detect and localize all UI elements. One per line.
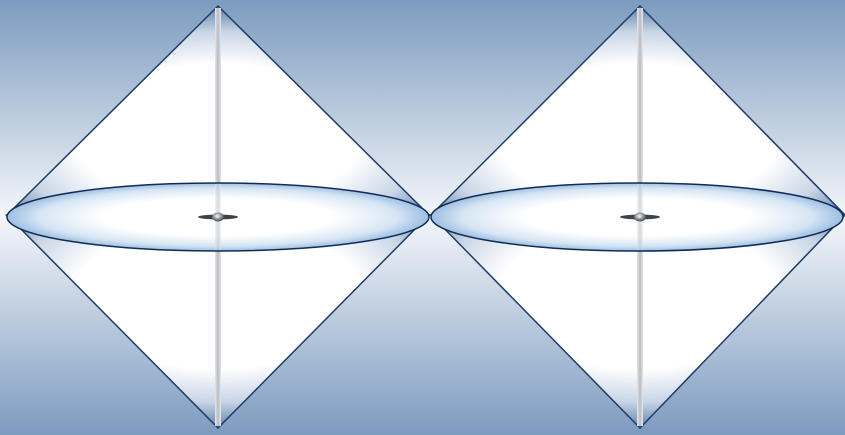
- light-cone-diagram: [0, 0, 845, 435]
- diagram-canvas: [0, 0, 845, 435]
